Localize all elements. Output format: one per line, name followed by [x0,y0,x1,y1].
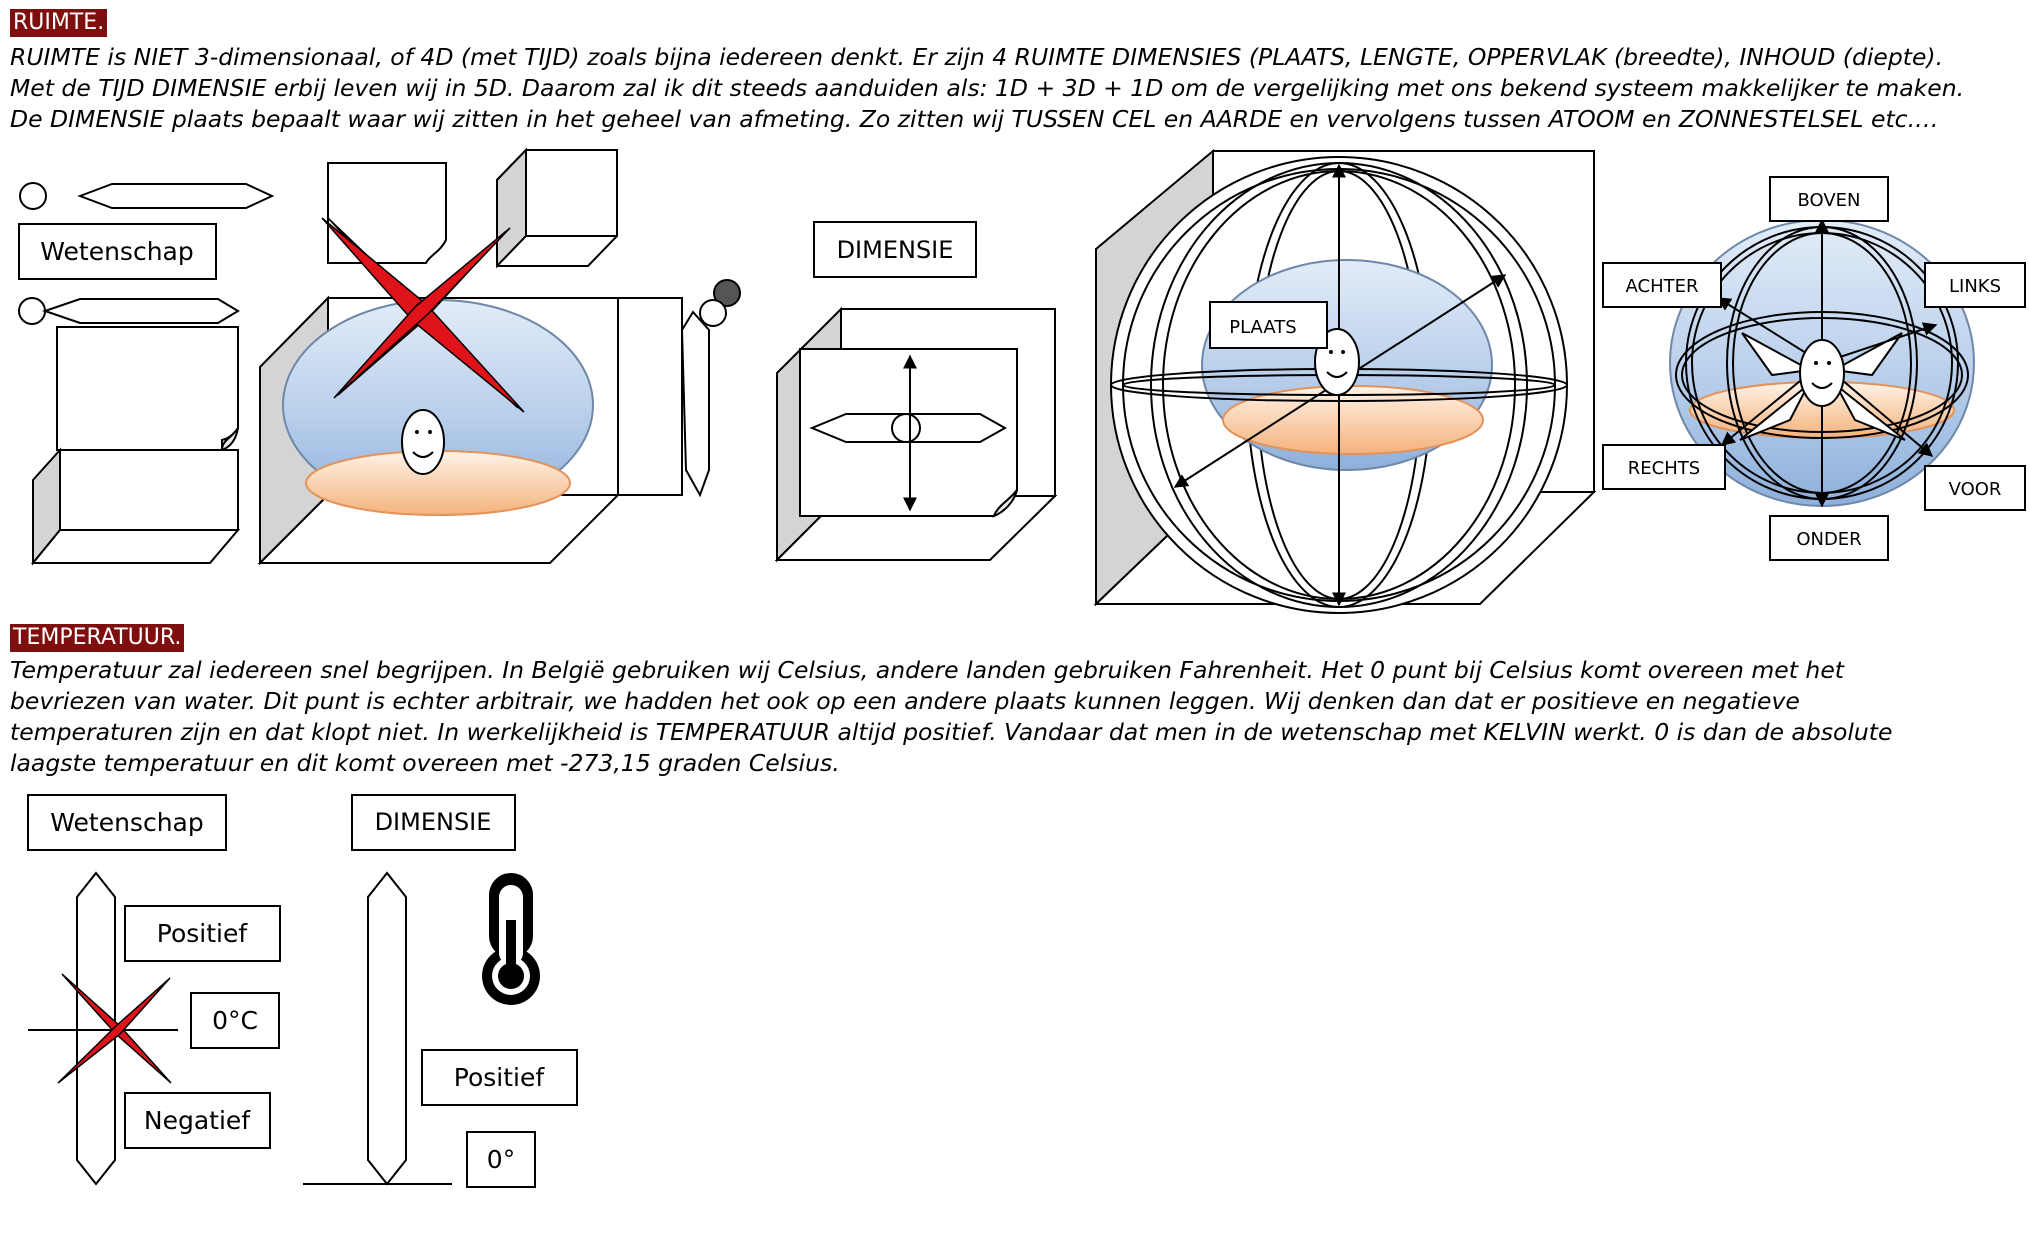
smiley-mouth [1811,382,1833,389]
smiley-eye [1814,361,1818,365]
smiley-face [401,409,445,475]
smiley-eye [1329,350,1333,354]
plaats-label-box [1209,301,1328,349]
point-circle-2 [18,297,46,325]
smiley-eye [415,430,419,434]
smiley-eye [1827,361,1831,365]
line-shape-horizontal [809,413,1008,443]
cube-front [59,449,239,531]
dimensie-label: DIMENSIE [837,236,954,264]
zero-box [466,1131,536,1188]
point-dark [713,279,741,307]
wetenschap-label: Wetenschap [40,237,193,266]
negatief-label: Negatief [144,1106,251,1135]
line-shape [77,183,275,209]
rechts-box [1602,444,1726,490]
ruimte-line-2: Met de TIJD DIMENSIE erbij leven wij in … [10,74,1965,102]
orientation-smiley [1799,339,1845,407]
temp-dimensie-box [351,794,516,851]
point-light [699,299,727,327]
dimensie-figure [774,221,1058,563]
temp-wetenschap-box [27,794,227,851]
ruimte-heading: RUIMTE. [10,9,108,37]
positief-box-left [124,905,281,962]
temperatuur-line-3: temperaturen zijn en dat klopt niet. In … [10,718,1893,746]
sheet-fold [992,489,1018,518]
temperatuur-paragraph: Temperatuur zal iedereen snel begrijpen.… [10,655,2020,779]
petal [1739,384,1809,441]
temp-wetenschap-figure [27,794,281,1186]
links-label: LINKS [1949,276,2001,297]
boven-box [1769,176,1889,222]
temp-dimensie-label: DIMENSIE [375,808,492,836]
temperatuur-line-1: Temperatuur zal iedereen snel begrijpen.… [10,656,1844,684]
cross-icon [57,973,172,1084]
point-circle [19,182,47,210]
petal [1741,332,1814,377]
smiley-eye [428,430,432,434]
positief-left-label: Positief [157,919,249,948]
smiley-eye [1341,350,1345,354]
box-right-panel [617,297,683,496]
dimensie-label-box [813,221,977,278]
boven-label: BOVEN [1797,190,1860,211]
thermometer-icon [482,873,540,1005]
wetenschap-stack [18,182,275,566]
line-shape-vertical [680,310,710,498]
plane-square [56,326,239,451]
ruimte-line-1: RUIMTE is NIET 3-dimensionaal, of 4D (me… [10,43,1944,71]
petal [1835,384,1906,441]
zero-celsius-box [190,992,280,1049]
wetenschap-label-box [18,223,217,280]
paper-sheet [327,162,447,264]
negatief-box [124,1092,271,1149]
cross-icon [321,217,525,413]
positief-box-right [421,1049,578,1106]
cube-bottom [30,529,241,564]
zero-label: 0° [487,1145,515,1174]
temperatuur-line-4: laagste temperatuur en dit komt overeen … [10,749,840,777]
onder-label: ONDER [1796,529,1861,550]
voor-label: VOOR [1949,479,2002,500]
onder-box [1769,515,1889,561]
celsius-scale [76,871,116,1186]
smiley-mouth [1326,371,1348,378]
plaats-sphere-figure [1093,148,1597,614]
petal [1830,332,1903,377]
temperatuur-heading: TEMPERATUUR. [10,624,185,652]
positief-right-label: Positief [454,1063,546,1092]
rechts-label: RECHTS [1628,458,1700,479]
orientation-sphere-figure [1602,176,2026,561]
plaats-label: PLAATS [1229,317,1296,338]
smiley-mouth [412,451,434,458]
line-shape-2 [41,298,240,324]
achter-box [1602,262,1722,308]
achter-label: ACHTER [1626,276,1699,297]
ruimte-line-3: De DIMENSIE plaats bepaalt waar wij zitt… [10,105,1939,133]
crossed-3d-figure [257,147,741,566]
zero-celsius-label: 0°C [212,1006,258,1035]
inner-disk [1222,385,1484,455]
ruimte-paragraph: RUIMTE is NIET 3-dimensionaal, of 4D (me… [10,42,2020,135]
temperatuur-line-2: bevriezen van water. Dit punt is echter … [10,687,1800,715]
temp-dimensie-figure [303,794,578,1188]
temp-wetenschap-label: Wetenschap [50,808,203,837]
voor-box [1924,465,2026,511]
links-box [1924,262,2026,308]
kelvin-scale [367,871,407,1186]
